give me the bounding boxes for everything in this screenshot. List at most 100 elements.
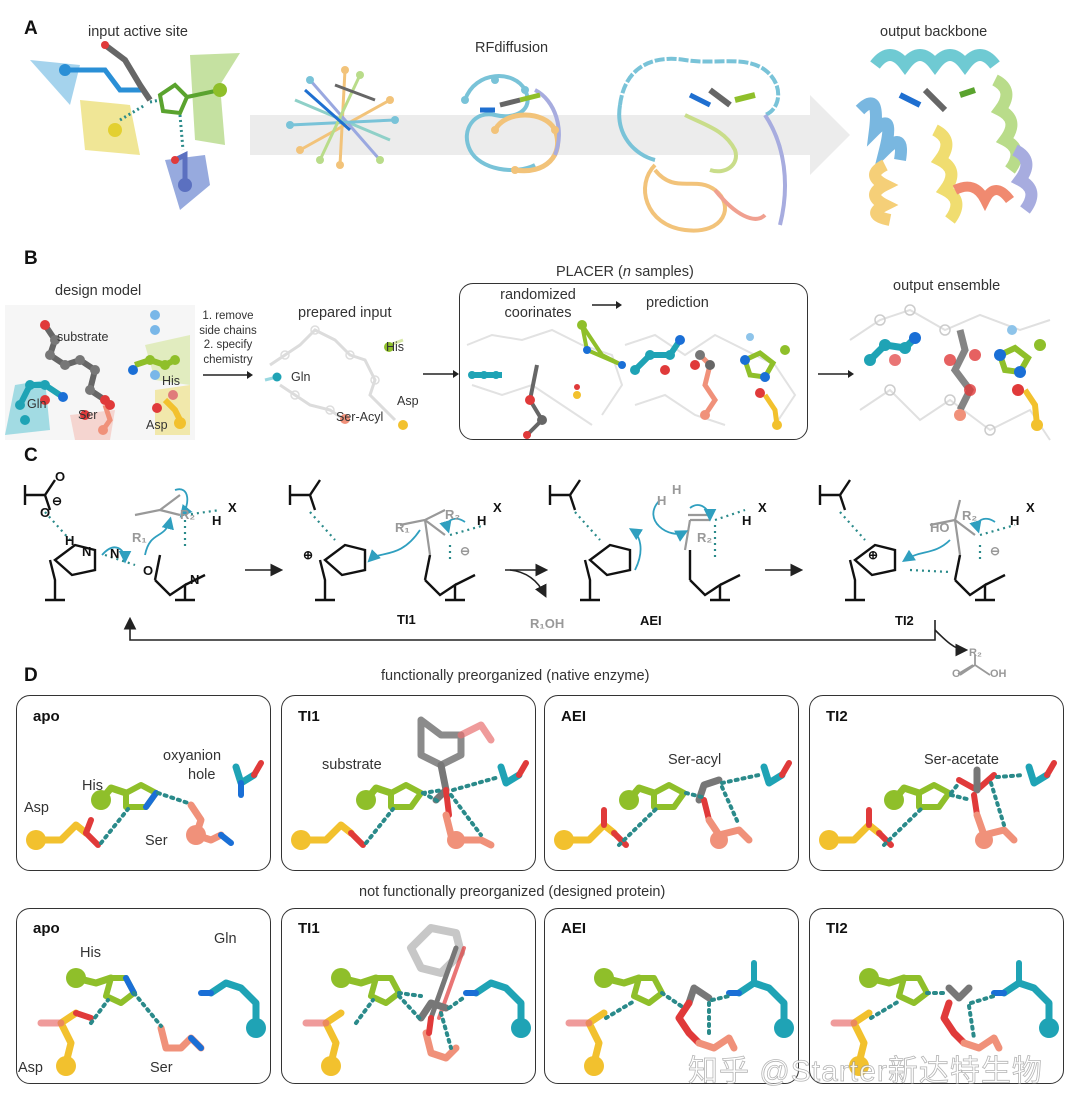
acid-oh-label: OH	[990, 668, 1007, 680]
designed-ti1-state: TI1	[298, 920, 320, 937]
r1oh-byproduct: R₁OH	[530, 616, 565, 631]
prediction-title: prediction	[646, 295, 709, 311]
native-ti1-structure	[291, 716, 529, 850]
atom-n: N	[82, 544, 92, 559]
prepared-ser-acyl-label: Ser-Acyl	[336, 410, 384, 424]
his-label: His	[80, 945, 101, 961]
atom-x: X	[228, 500, 237, 515]
designed-aei-structure	[565, 960, 794, 1076]
atom-n: N	[110, 546, 120, 561]
atom-h: H	[477, 513, 487, 528]
asp-label: Asp	[146, 418, 168, 432]
preparation-steps: 1. remove side chains 2. specify chemist…	[197, 309, 259, 367]
negative-charge-icon: ⊖	[460, 544, 471, 558]
output-backbone-structure	[855, 49, 1038, 226]
diffusion-step-3-structure	[617, 56, 787, 233]
step-1-line-2: side chains	[199, 324, 257, 337]
panel-letter-a: A	[24, 18, 38, 39]
ser-label: Ser	[78, 408, 98, 422]
native-aei-state: AEI	[561, 708, 587, 725]
output-backbone-label: output backbone	[880, 24, 988, 40]
atom-r2: R₂	[445, 507, 461, 522]
asp-label: Asp	[18, 1060, 43, 1076]
prepared-input-structure	[264, 325, 408, 430]
atom-r2: R₂	[180, 507, 196, 522]
ser-acetate-label: Ser-acetate	[924, 752, 999, 768]
randomized-line-1: randomized	[500, 287, 576, 303]
prepared-asp-label: Asp	[397, 394, 419, 408]
substrate-label: substrate	[57, 330, 109, 344]
positive-charge-icon: ⊕	[303, 548, 314, 562]
atom-r1: R₁	[132, 530, 147, 545]
prepared-his-label: His	[386, 340, 405, 354]
randomized-coordinates-title: randomized coorinates	[488, 286, 588, 322]
step-2-line-1: 2. specify	[203, 339, 253, 351]
design-model-title: design model	[55, 283, 142, 299]
ser-label: Ser	[150, 1060, 173, 1076]
designed-ti2-structure	[830, 960, 1059, 1076]
catalytic-mechanism-scheme	[23, 479, 1016, 676]
atom-r2: R₂	[962, 508, 978, 523]
ser-label: Ser	[145, 833, 168, 849]
prepared-gln-label: Gln	[291, 370, 311, 384]
intermediate-aei-label: AEI	[640, 613, 662, 628]
output-ensemble-structure	[849, 304, 1051, 441]
rfdiffusion-arrow-icon	[250, 95, 850, 175]
designed-aei-state: AEI	[561, 920, 587, 937]
design-model-structure	[5, 305, 195, 440]
arrow-right-icon	[818, 370, 854, 378]
input-active-site-structure	[30, 41, 240, 210]
native-ti2-state: TI2	[826, 708, 848, 725]
substrate-label: substrate	[322, 757, 382, 773]
designed-apo-state: apo	[33, 920, 60, 937]
designed-ti2-state: TI2	[826, 920, 848, 937]
acid-r2-label: R₂	[969, 647, 982, 659]
atom-h: H	[1010, 513, 1020, 528]
atom-h: H	[212, 513, 222, 528]
step-1-line-1: 1. remove	[202, 310, 254, 322]
acid-o-label: O	[952, 668, 961, 680]
atom-n: N	[190, 572, 200, 587]
his-label: His	[82, 778, 103, 794]
placer-box	[459, 283, 808, 440]
placer-title-n: n	[622, 264, 631, 280]
randomized-coordinates-structure	[466, 320, 626, 439]
prepared-input-title: prepared input	[298, 305, 392, 321]
native-apo-structure	[26, 760, 264, 850]
atom-r2: R₂	[697, 530, 713, 545]
water-h-label: H	[672, 482, 682, 497]
asp-label: Asp	[24, 800, 49, 816]
placer-title: PLACER (n samples)	[556, 264, 694, 280]
native-ti1-state: TI1	[298, 708, 320, 725]
atom-x: X	[493, 500, 502, 515]
designed-ti1-structure	[302, 924, 531, 1076]
placer-title-start: PLACER (	[556, 264, 623, 280]
water-h-label: H	[657, 493, 667, 508]
gln-label: Gln	[27, 397, 47, 411]
arrow-right-icon	[203, 371, 253, 379]
randomized-line-2: coorinates	[504, 305, 572, 321]
hole-label: hole	[188, 767, 216, 783]
designed-ti2-box	[809, 908, 1064, 1084]
native-ti2-structure	[819, 760, 1057, 850]
diffusion-step-2-structure	[461, 74, 561, 174]
ser-acyl-label: Ser-acyl	[668, 752, 722, 768]
row2-title: not functionally preorganized (designed …	[359, 884, 666, 900]
atom-x: X	[1026, 500, 1035, 515]
atom-o: O	[143, 563, 154, 578]
his-label: His	[162, 374, 181, 388]
atom-o-minus: O	[40, 505, 51, 520]
rfdiffusion-label: RFdiffusion	[475, 40, 549, 56]
designed-aei-box	[544, 908, 799, 1084]
panel-letter-d: D	[24, 665, 38, 686]
intermediate-ti1-label: TI1	[397, 612, 416, 627]
designed-apo-structure	[37, 968, 266, 1076]
prediction-structure	[624, 333, 797, 430]
panel-letter-b: B	[24, 248, 38, 269]
panel-letter-c: C	[24, 445, 38, 466]
oxyanion-label: oxyanion	[163, 748, 222, 764]
step-2-line-2: chemistry	[203, 353, 253, 366]
negative-charge-icon: ⊖	[52, 494, 63, 508]
atom-x: X	[758, 500, 767, 515]
diffusion-step-1-structure	[286, 66, 399, 169]
